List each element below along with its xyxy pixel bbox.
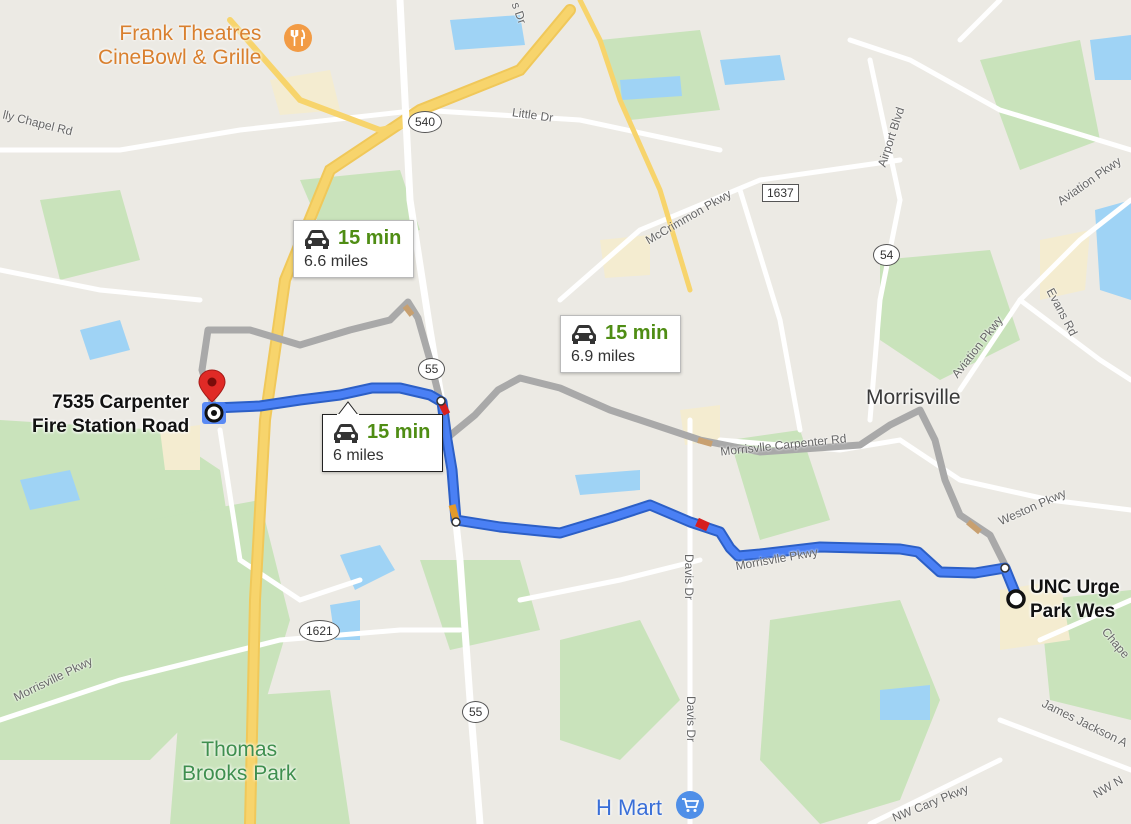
town-label-morrisville: Morrisville <box>866 386 961 409</box>
route-callout-alt-2[interactable]: 15 min 6.9 miles <box>560 315 682 373</box>
origin-pin-icon[interactable] <box>197 368 231 428</box>
shield-55-south: 55 <box>462 701 490 723</box>
origin-label[interactable]: 7535 Carpenter Fire Station Road <box>32 391 189 439</box>
park-name-line1: Thomas <box>201 738 278 761</box>
route-distance: 6.9 miles <box>571 348 636 365</box>
car-icon <box>572 324 596 344</box>
route-distance: 6 miles <box>333 447 384 464</box>
route-callout-selected[interactable]: 15 min 6 miles <box>322 414 444 472</box>
route-duration: 15 min <box>367 421 431 443</box>
car-icon <box>305 229 329 249</box>
poi-cinebowl[interactable]: Frank Theatres CineBowl & Grille <box>98 22 261 70</box>
destination-name-line1: UNC Urge <box>1030 577 1120 598</box>
destination-name-line2: Park Wes <box>1030 601 1116 622</box>
shield-54: 54 <box>873 244 901 266</box>
shield-i540: 540 <box>408 111 443 133</box>
poi-thomas-brooks-park[interactable]: Thomas Brooks Park <box>182 738 296 786</box>
poi-hmart-label[interactable]: H Mart <box>596 795 662 820</box>
route-duration: 15 min <box>605 322 669 344</box>
destination-label[interactable]: UNC Urge Park Wes <box>1030 576 1120 624</box>
callout-pointer <box>337 401 359 416</box>
shield-55-north: 55 <box>418 358 446 380</box>
street-davis-dr-south: Davis Dr <box>684 695 699 743</box>
poi-cinebowl-line1: Frank Theatres <box>119 22 262 45</box>
car-icon <box>334 423 358 443</box>
route-callout-alt-1[interactable]: 15 min 6.6 miles <box>293 220 415 278</box>
route-distance: 6.6 miles <box>304 253 369 270</box>
poi-cinebowl-line2: CineBowl & Grille <box>98 46 262 69</box>
street-davis-dr-north: Davis Dr <box>682 553 697 601</box>
shield-1637: 1637 <box>762 184 799 202</box>
park-name-line2: Brooks Park <box>182 762 297 785</box>
destination-marker-icon[interactable] <box>1004 587 1028 611</box>
origin-name-line1: 7535 Carpenter <box>52 392 190 413</box>
route-duration: 15 min <box>338 227 402 249</box>
origin-name-line2: Fire Station Road <box>32 416 190 437</box>
shield-1621: 1621 <box>299 620 340 642</box>
shopping-cart-icon[interactable] <box>676 791 704 819</box>
restaurant-icon[interactable] <box>284 24 312 52</box>
